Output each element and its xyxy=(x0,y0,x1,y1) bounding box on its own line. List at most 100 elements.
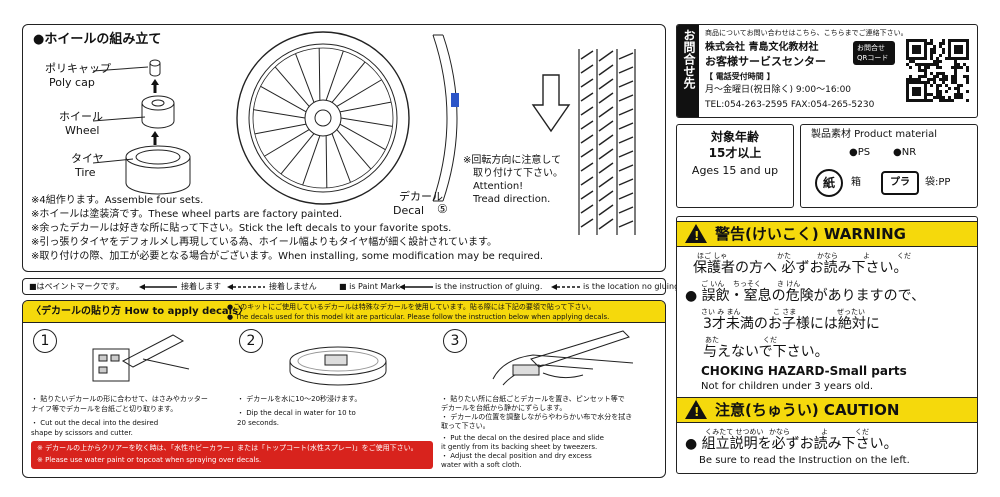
legend-glue-jp: 接着します xyxy=(181,282,221,291)
noglue-arrow-icon-en xyxy=(551,284,581,290)
decals-header-note-en: ● The decals used for this model kit are… xyxy=(227,313,610,321)
caution-line-1: ● 組立説明を必ずお読み下さい。 xyxy=(685,436,898,452)
exploded-assembly-drawing xyxy=(93,59,191,195)
legend-paint-jp: ■はペイントマークです。 xyxy=(29,282,124,291)
ruby-kudasai2: くだ xyxy=(763,336,777,344)
ruby-zettai: ぜったい xyxy=(837,308,865,316)
contact-vertical-label-bg xyxy=(677,25,699,117)
qr-label-2: QRコード xyxy=(857,54,889,62)
ruby-kiken: き けん xyxy=(777,280,801,288)
step-3-en-1: ・ Put the decal on the desired place and… xyxy=(441,434,604,442)
ruby-kata: かた xyxy=(777,252,791,260)
age-value-en: Ages 15 and up xyxy=(691,164,779,177)
rotation-note-en-2: Tread direction. xyxy=(473,194,551,205)
step-3-number: 3 xyxy=(443,329,467,353)
step-1-en-2: shape by scissors and cutter. xyxy=(31,429,133,437)
ruby-sansai: さい み まん xyxy=(701,308,741,316)
assembly-note-5: ※取り付けの際、加工が必要となる場合がございます。When installing… xyxy=(31,251,544,262)
caution-title: 注意(ちゅうい) CAUTION xyxy=(715,401,900,419)
ruby-kudasai: くだ xyxy=(897,252,911,260)
rotation-note-jp-1: ※回転方向に注意して xyxy=(463,155,562,166)
ruby-kanarazu-2: かなら xyxy=(769,428,790,436)
ruby-kosama: こ さま xyxy=(773,308,797,316)
warning-line-1: 保護者の方へ 必ずお読み下さい。 xyxy=(693,260,908,276)
contact-vertical-label: お問合せ先 xyxy=(682,29,696,89)
contact-company: 株式会社 青島文化教材社 xyxy=(705,42,819,53)
caution-en: Be sure to read the Instruction on the l… xyxy=(699,455,910,466)
warning-line-3: 3才未満のお子様には絶対に xyxy=(703,316,880,332)
material-plastic: 袋:PP xyxy=(925,177,951,188)
legend-paint-en: ■ is Paint Mark xyxy=(339,282,401,291)
material-paper: 箱 xyxy=(851,177,861,188)
glue-arrow-icon-en xyxy=(399,284,433,290)
ruby-kanarazu: かなら xyxy=(817,252,838,260)
wheel-label-jp: ホイール xyxy=(59,110,103,123)
step-1-jp-1: ・ 貼りたいデカールの形に合わせて、はさみやカッター xyxy=(31,395,208,403)
noglue-arrow-icon xyxy=(227,284,265,290)
assembly-note-3: ※余ったデカールは好きな所に貼って下さい。Stick the left deca… xyxy=(31,223,452,234)
polycap-label-jp: ポリキャップ xyxy=(45,62,111,75)
decals-header-bar xyxy=(23,301,665,323)
plastic-recycle-icon: プラ xyxy=(881,171,919,195)
material-title: 製品素材 Product material xyxy=(811,129,938,140)
step-3-jp-2: デカールを台紙から静かにずらします。 xyxy=(441,404,567,412)
assembly-note-1: ※4組作ります。Assemble four sets. xyxy=(31,195,204,206)
red-note-box xyxy=(31,441,433,469)
red-note-jp: ※ デカールの上からクリアーを吹く時は、「水性ホビーカラー」または「トップコート… xyxy=(37,444,418,452)
material-ps: ●PS xyxy=(849,147,871,158)
material-panel: 製品素材 Product material ●PS ●NR 紙 箱 プラ 袋:P… xyxy=(800,124,978,208)
wheel-label-en: Wheel xyxy=(65,124,100,137)
tire-label-jp: タイヤ xyxy=(71,152,104,165)
warning-panel: ! 警告(けいこく) WARNING ほご しゃ かた かなら よ くだ 保護者… xyxy=(676,216,978,474)
step-3-jp-1: ・ 貼りたい所に台紙ごとデカールを置き、ピンセット等で xyxy=(441,395,625,403)
step-3-en-2: it gently from its backing sheet by twee… xyxy=(441,443,598,451)
legend-strip: ■はペイントマークです。 接着します 接着しません ■ is Paint Mar… xyxy=(22,278,682,295)
contact-center: お客様サービスセンター xyxy=(705,55,826,68)
rotation-note-jp-2: 取り付けて下さい。 xyxy=(473,168,563,179)
ruby-goin: ご いん xyxy=(701,280,725,288)
step-2-en-1: ・ Dip the decal in water for 10 to xyxy=(237,409,356,417)
rotation-note-en-1: Attention! xyxy=(473,181,524,192)
warning-line-2: ● 誤飲・窒息の危険がありますので、 xyxy=(685,288,926,304)
ruby-kudasai-3: くだ xyxy=(855,428,869,436)
polycap-label-en: Poly cap xyxy=(49,76,95,89)
contact-hours-label: 【 電話受付時間 】 xyxy=(705,72,775,81)
caution-triangle-icon: ! xyxy=(685,400,707,419)
age-label: 対象年齢 xyxy=(710,130,759,144)
caution-bar xyxy=(677,397,977,423)
contact-tel: TEL:054-263-2595 FAX:054-265-5230 xyxy=(705,100,875,110)
step-3-jp-3: ・ デカールの位置を調整しながらやわらかい布で水分を拭き xyxy=(441,413,633,421)
ruby-kumitate: くみたて せつめい xyxy=(705,428,764,436)
ruby-atae: あた xyxy=(705,336,719,344)
step-3-en-4: water with a soft cloth. xyxy=(441,461,522,469)
step-3-en-3: ・ Adjust the decal position and dry exce… xyxy=(441,452,592,460)
wheel-drawing xyxy=(236,31,410,205)
step-3-jp-4: 取って下さい。 xyxy=(441,422,490,430)
contact-panel: お問合せ先 商品についてお問い合わせはこちら、こちらまでご連絡下さい。 株式会社… xyxy=(676,24,978,118)
step-2-illustration xyxy=(289,346,387,386)
red-note-en: ※ Please use water paint or topcoat when… xyxy=(37,456,262,464)
assembly-note-4: ※引っ張りタイヤをデフォルメし再現している為、ホイール幅よりもタイヤ幅が細く設計… xyxy=(31,237,497,248)
ruby-yomi-2: よ xyxy=(821,428,828,436)
wheel-side-drawing xyxy=(432,34,459,202)
qr-code-icon[interactable] xyxy=(903,31,973,111)
step-1-number: 1 xyxy=(33,329,57,353)
warning-title: 警告(けいこく) WARNING xyxy=(715,225,906,243)
legend-glue-en: is the instruction of gluing. xyxy=(435,282,543,291)
tire-tread-drawing xyxy=(578,49,636,235)
contact-intro: 商品についてお問い合わせはこちら、こちらまでご連絡下さい。 xyxy=(705,29,908,37)
legend-noglue-jp: 接着しません xyxy=(269,282,317,291)
age-value-jp: 15才以上 xyxy=(708,146,762,160)
step-1-en-1: ・ Cut out the decal into the desired xyxy=(31,419,159,427)
warning-triangle-icon: ! xyxy=(685,224,707,243)
qr-label-box xyxy=(853,41,895,65)
qr-label-1: お問合せ xyxy=(857,44,885,52)
step-2-jp-1: ・ デカールを水に10〜20秒浸けます。 xyxy=(237,395,362,403)
decal-label-jp: デカール xyxy=(399,190,443,203)
decals-panel: 〈デカールの貼り方 How to apply decals〉 ●このキットにご使… xyxy=(22,300,666,478)
step-3-illustration xyxy=(492,330,634,386)
glue-arrow-icon xyxy=(139,284,177,290)
tire-label-en: Tire xyxy=(75,166,96,179)
ruby-yomi: よ xyxy=(863,252,870,260)
warning-bar xyxy=(677,221,977,247)
